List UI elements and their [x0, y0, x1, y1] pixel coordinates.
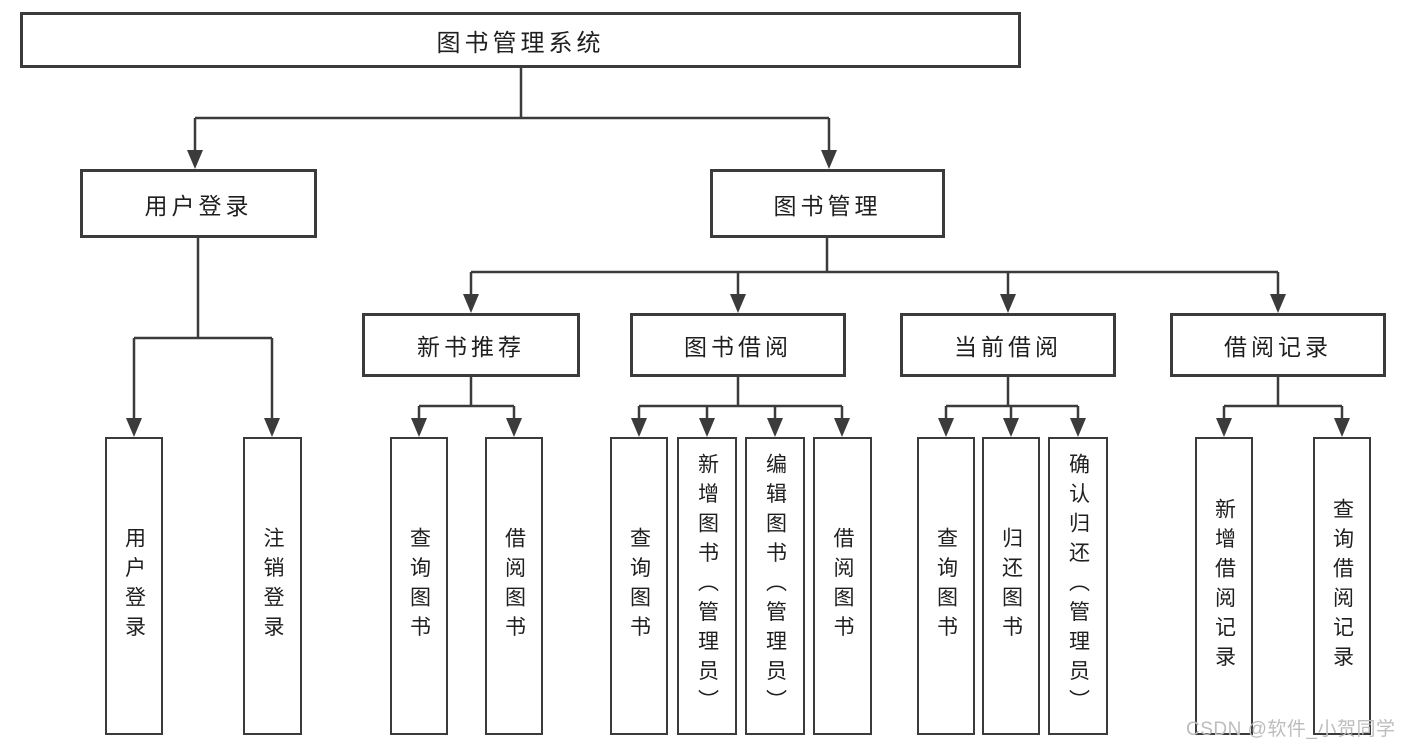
- node-book-borrow: 图书借阅: [630, 313, 846, 377]
- csdn-watermark: CSDN @软件_小贺同学: [1186, 719, 1396, 740]
- node-new-book-recommend: 新书推荐: [362, 313, 580, 377]
- leaf-logout-login: 注销登录: [243, 437, 302, 735]
- leaf-return-books: 归还图书: [982, 437, 1040, 735]
- leaf-confirm-return-admin: 确认归还（管理员）: [1048, 437, 1108, 735]
- node-root-library-system: 图书管理系统: [20, 12, 1021, 68]
- leaf-borrow-books-borrow: 借阅图书: [813, 437, 872, 735]
- node-book-management: 图书管理: [710, 169, 945, 238]
- leaf-borrow-books-recommend: 借阅图书: [485, 437, 543, 735]
- leaf-user-login: 用户登录: [105, 437, 163, 735]
- leaf-add-book-admin: 新增图书（管理员）: [677, 437, 737, 735]
- leaf-query-books-current: 查询图书: [917, 437, 975, 735]
- leaf-query-books-recommend: 查询图书: [390, 437, 448, 735]
- node-borrow-records: 借阅记录: [1170, 313, 1386, 377]
- leaf-edit-book-admin: 编辑图书（管理员）: [745, 437, 805, 735]
- node-current-borrow: 当前借阅: [900, 313, 1116, 377]
- leaf-query-borrow-record: 查询借阅记录: [1313, 437, 1371, 735]
- leaf-add-borrow-record: 新增借阅记录: [1195, 437, 1253, 735]
- leaf-query-books-borrow: 查询图书: [610, 437, 668, 735]
- node-user-login: 用户登录: [80, 169, 317, 238]
